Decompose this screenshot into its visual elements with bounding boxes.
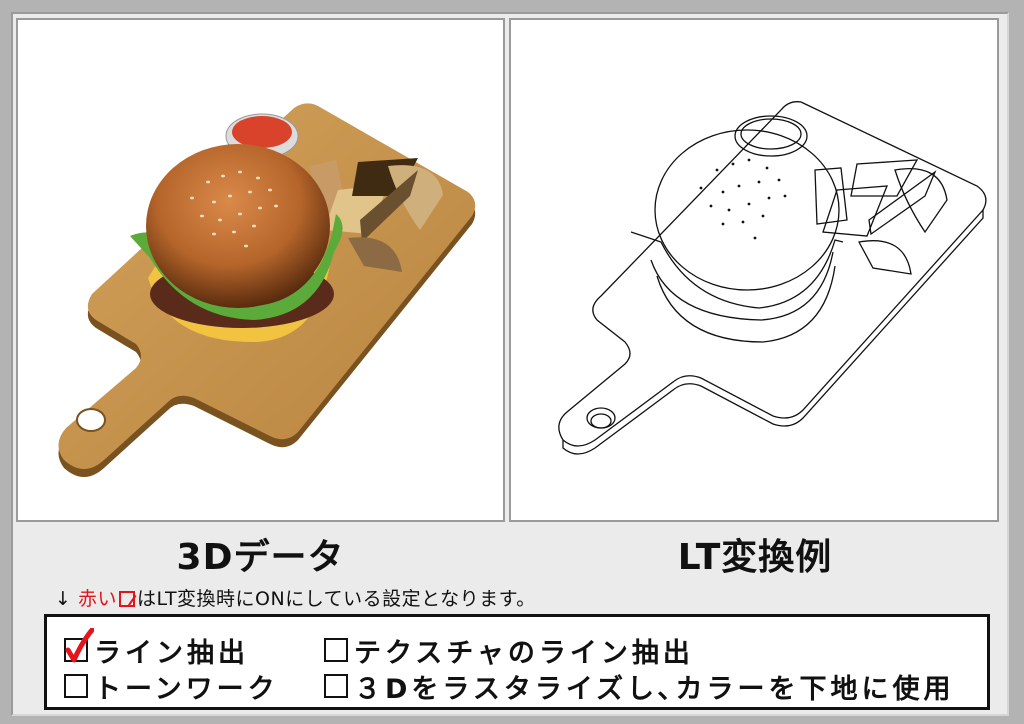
red-checkmark-icon	[65, 628, 94, 663]
red-checkbox-icon	[118, 591, 135, 607]
checkbox-unchecked-icon[interactable]	[64, 674, 88, 698]
note-text: はLT変換時にONにしている設定となります。	[136, 588, 536, 610]
option-label: ３Dをラスタライズし､カラーを下地に使用	[354, 673, 955, 705]
option-label: トーンワーク	[94, 673, 279, 705]
option-label: テクスチャのライン抽出	[354, 637, 694, 669]
caption-lt-conversion: LT変換例	[677, 537, 833, 578]
checkbox-unchecked-icon[interactable]	[324, 638, 348, 662]
note-red-text: 赤い	[77, 588, 117, 610]
option-rasterize-3d-color[interactable]: ３Dをラスタライズし､カラーを下地に使用	[324, 668, 955, 705]
settings-note: ↓ 赤いはLT変換時にONにしている設定となります。	[55, 584, 536, 611]
lt-conversion-image	[509, 18, 999, 522]
option-label: ライン抽出	[94, 637, 249, 669]
option-line-extraction[interactable]: ライン抽出	[64, 628, 249, 669]
render-3d-image	[16, 18, 505, 522]
checkbox-unchecked-icon[interactable]	[324, 674, 348, 698]
settings-options-box: ライン抽出 テクスチャのライン抽出 トーンワーク ３Dをラスタライズし､カラーを…	[44, 614, 990, 710]
burger-lineart-illustration	[558, 101, 987, 455]
burger-3d-illustration	[58, 103, 476, 477]
caption-3d-data: 3Dデータ	[176, 537, 345, 578]
option-texture-line-extraction[interactable]: テクスチャのライン抽出	[324, 632, 694, 669]
option-tonework[interactable]: トーンワーク	[64, 668, 279, 705]
checkbox-checked-icon[interactable]	[64, 628, 94, 663]
down-arrow-icon: ↓	[55, 588, 72, 610]
